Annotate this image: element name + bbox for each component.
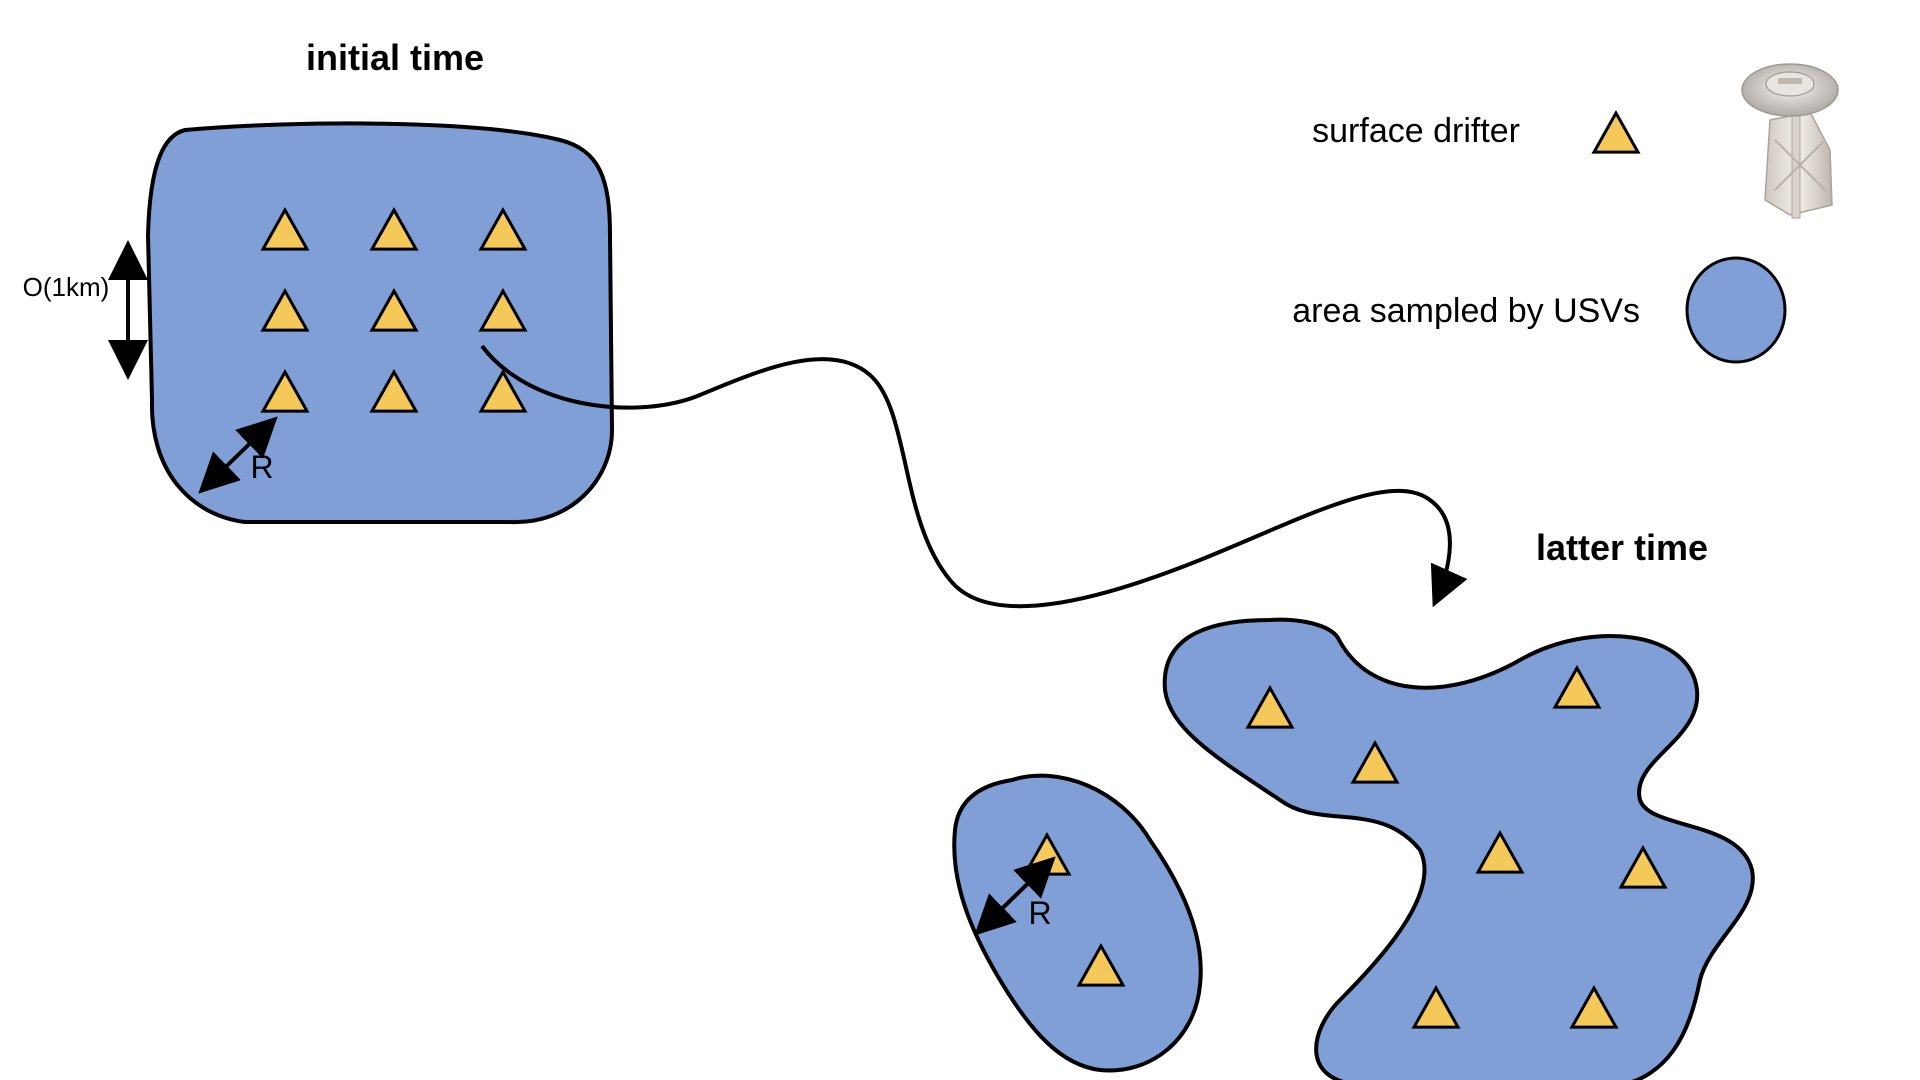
drifter-triangle — [369, 287, 419, 332]
drifter-triangle — [1245, 684, 1295, 729]
drifter-triangle — [478, 206, 528, 251]
radius-label-initial: R — [250, 449, 273, 485]
drift-trajectory — [480, 344, 1468, 609]
latter-drifters — [1022, 664, 1668, 1029]
drifter-triangle — [1350, 739, 1400, 784]
drifter-triangle — [1076, 942, 1126, 987]
drifter-triangle — [1618, 844, 1668, 889]
triangle-icon — [1591, 109, 1641, 154]
drifter-triangle — [1569, 984, 1619, 1029]
drifter-triangle — [1475, 829, 1525, 874]
scale-label: O(1km) — [23, 272, 110, 302]
radius-arrow-latter — [974, 856, 1056, 936]
latter-sampled-area-small — [952, 773, 1203, 1073]
drifter-triangle — [1411, 984, 1461, 1029]
legend-triangle-icon — [1591, 109, 1641, 154]
latter-time-title: latter time — [1536, 527, 1708, 568]
initial-time-title: initial time — [306, 37, 484, 78]
radius-arrow-initial — [198, 416, 278, 494]
drifter-triangle — [369, 368, 419, 413]
drifter-triangle — [478, 368, 528, 413]
drifter-triangle — [478, 287, 528, 332]
latter-sampled-area-large — [1162, 617, 1755, 1080]
drifter-triangle — [1552, 664, 1602, 709]
drifter-triangle — [260, 206, 310, 251]
radius-label-latter: R — [1028, 895, 1051, 931]
legend-area-label: area sampled by USVs — [1292, 292, 1640, 330]
drifter-triangle — [260, 287, 310, 332]
blue-ellipse-icon — [1685, 256, 1787, 364]
drifter-device-image — [1741, 63, 1839, 219]
legend-drifter-label: surface drifter — [1312, 112, 1520, 150]
drifter-triangle — [260, 368, 310, 413]
drifter-triangle — [369, 206, 419, 251]
initial-drifters — [260, 206, 528, 413]
